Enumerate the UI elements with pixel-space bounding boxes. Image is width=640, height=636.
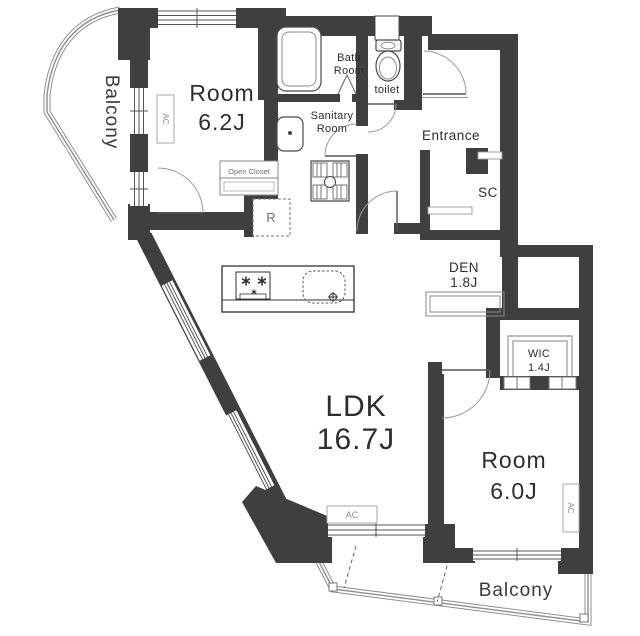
wall xyxy=(486,308,593,320)
balcony-left-label: Balcony xyxy=(101,75,122,150)
wall xyxy=(579,308,593,556)
refrigerator-label: R xyxy=(266,210,275,225)
railing-stay xyxy=(436,558,450,603)
railing-post xyxy=(328,582,338,592)
wall xyxy=(356,154,368,234)
bottom-balcony-railing xyxy=(312,545,592,626)
wall xyxy=(428,34,518,50)
open-closet xyxy=(219,160,279,196)
wall xyxy=(258,16,274,100)
door-entrance xyxy=(422,50,468,98)
windows xyxy=(130,8,577,561)
balcony-bottom-label: Balcony xyxy=(479,580,554,601)
wall xyxy=(394,100,404,110)
railing-post xyxy=(579,613,589,623)
door-toilet xyxy=(367,103,397,133)
wall xyxy=(420,150,430,240)
door-room-60 xyxy=(441,369,491,419)
wall xyxy=(426,230,504,240)
door-room-62 xyxy=(157,167,204,214)
wall xyxy=(558,548,593,574)
ldk-size: 16.7J xyxy=(317,423,395,456)
ac-unit-box xyxy=(326,505,378,524)
wall xyxy=(428,374,444,532)
sc-label: SC xyxy=(478,185,498,200)
doors xyxy=(157,50,491,419)
kitchen-sink xyxy=(302,270,346,304)
sc-shelves xyxy=(427,151,503,215)
bath-folding-door xyxy=(337,73,357,95)
den-name: DEN xyxy=(449,260,479,275)
wall xyxy=(242,486,332,563)
railing-post xyxy=(433,596,443,606)
wall xyxy=(266,94,340,102)
wic-name: WIC xyxy=(528,348,550,360)
sanitary-label-1: Sanitary xyxy=(311,110,354,122)
ac-unit-box xyxy=(156,94,175,144)
wall xyxy=(244,195,254,237)
room-60-name: Room xyxy=(481,447,546,473)
walls xyxy=(118,8,593,574)
room-62-name: Room xyxy=(189,80,254,106)
room-60-size: 6.0J xyxy=(490,478,537,504)
door-hall-ldk xyxy=(356,190,398,232)
wall xyxy=(579,257,593,315)
wall xyxy=(128,204,150,240)
ac-label-room62: AC xyxy=(161,113,170,124)
wic-size: 1.4J xyxy=(528,362,550,374)
wall xyxy=(500,44,518,257)
toilet-fixture xyxy=(374,15,402,82)
wall xyxy=(404,36,422,110)
ac-label-room60: AC xyxy=(566,502,575,513)
wall xyxy=(130,134,148,174)
washing-machine-pan xyxy=(310,160,350,202)
wall xyxy=(486,318,500,378)
bath-room-label-1: Bath xyxy=(337,52,361,64)
room-62-size: 6.2J xyxy=(198,109,245,135)
den-size: 1.8J xyxy=(450,275,478,290)
wall xyxy=(148,212,252,230)
bath-room-label-2: Room xyxy=(334,65,365,77)
entrance-label: Entrance xyxy=(422,128,480,143)
wic-inner-walls xyxy=(507,335,573,376)
railing-stay xyxy=(343,545,357,589)
ldk-name: LDK xyxy=(325,390,386,423)
door-sanitary xyxy=(324,123,358,157)
bathtub xyxy=(276,26,322,92)
grill xyxy=(239,293,267,300)
den-desk xyxy=(425,291,505,317)
wall xyxy=(502,257,518,317)
wall xyxy=(445,548,475,563)
left-balcony-railing xyxy=(43,6,121,222)
toilet-label: toilet xyxy=(374,84,399,96)
diagonal-wall xyxy=(136,232,332,563)
ac-unit-box xyxy=(562,483,580,533)
refrigerator-space xyxy=(252,198,291,237)
kitchen-counter xyxy=(221,265,355,313)
sanitary-label-2: Room xyxy=(317,123,348,135)
wall xyxy=(130,56,148,90)
wall xyxy=(394,223,424,234)
vanity-sink xyxy=(276,116,304,152)
faucet xyxy=(328,292,338,302)
open-closet-label: Open Closet xyxy=(228,167,271,176)
wall xyxy=(500,245,593,257)
wall xyxy=(118,28,150,60)
wall xyxy=(118,8,160,28)
ac-label-ldk: AC xyxy=(346,510,359,520)
wall xyxy=(356,18,368,126)
